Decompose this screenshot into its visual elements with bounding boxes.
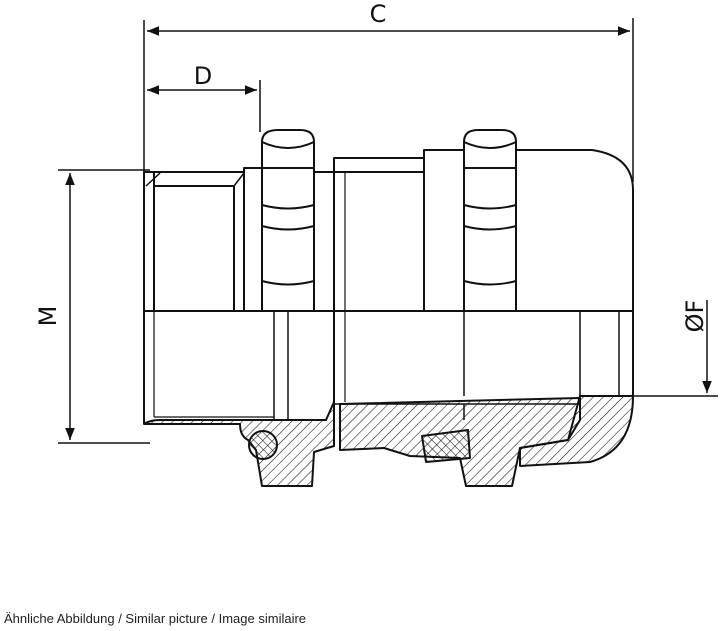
dome-section-hatch xyxy=(519,395,634,467)
seal-insert-hatch xyxy=(421,429,471,463)
body-section-hatch xyxy=(143,401,335,487)
gland-body-outline xyxy=(143,129,634,396)
dimension-f-label: ØF xyxy=(681,300,709,333)
gland-section-outline xyxy=(143,311,634,424)
dimension-c xyxy=(143,18,634,182)
cable-gland-drawing: C D M ØF xyxy=(34,0,718,487)
dimension-c-label: C xyxy=(370,0,387,28)
dimension-f xyxy=(625,300,718,397)
dimension-m-label: M xyxy=(34,306,62,327)
dimension-m xyxy=(58,169,150,444)
caption: Ähnliche Abbildung / Similar picture / I… xyxy=(4,611,307,626)
dimension-d xyxy=(147,80,261,132)
o-ring xyxy=(248,430,278,460)
dimension-d-label: D xyxy=(194,62,212,90)
